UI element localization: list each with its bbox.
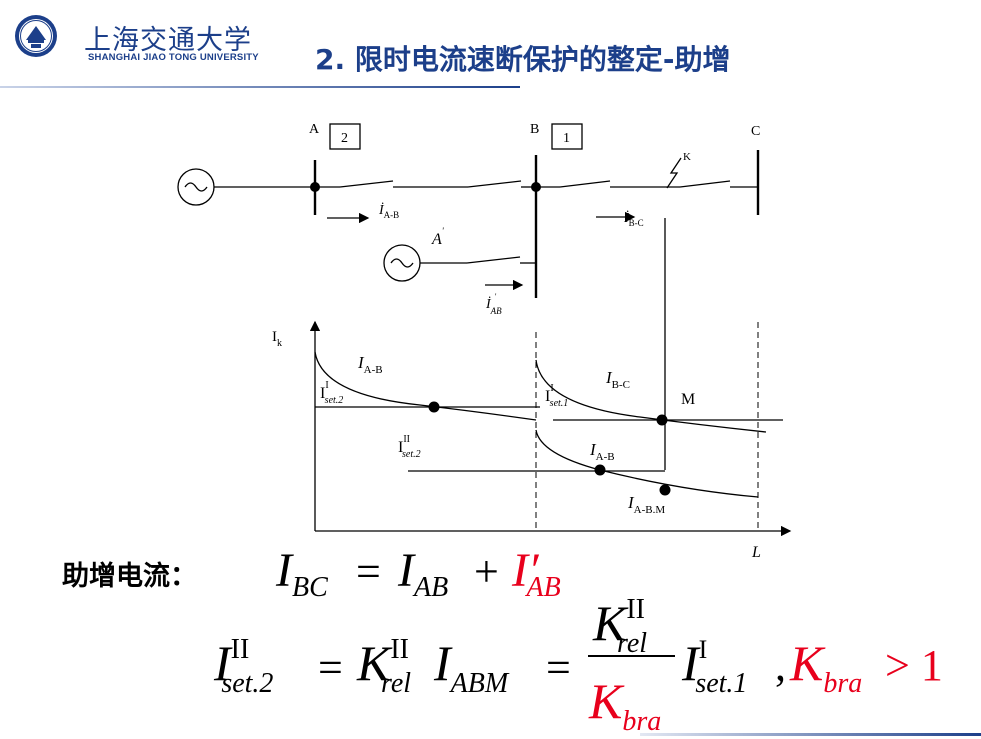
svg-text:,: , [775,641,786,690]
current-iab-prime-label: İAB [485,296,502,316]
slide-title: 2. 限时电流速断保护的整定-助增 [315,43,731,76]
formula-helper-current: 助增电流： IBC = IAB + I′AB [62,544,561,603]
point-m [656,414,668,426]
source-aprime-label: A' [431,226,445,248]
curve-ib-c [535,359,767,433]
university-seal-logo [15,15,57,57]
title-divider [0,86,520,88]
brand-name-cn: 上海交通大学 [84,25,252,56]
current-iab-label: İA-B [378,202,399,220]
curve-ia-b-lower [535,429,759,498]
point-m-label: M [681,391,695,408]
fault-current-graph [309,320,792,537]
svg-text:IABM: IABM [433,635,510,699]
svg-text:IAB: IAB [397,544,448,603]
fault-symbol [666,157,682,189]
curve-ia-b-upper [314,351,537,421]
current-ibc-label: İB-C [623,210,644,228]
relay-1-label: 1 [563,131,570,146]
relay-1-box [551,123,583,150]
circuit-diagram [177,123,760,470]
intersection-point-set2-ii [594,464,606,476]
bus-c-label: C [751,124,760,139]
svg-text:> 1: > 1 [885,641,943,690]
y-axis-label: Ik [272,329,282,349]
svg-text:IBC: IBC [275,544,328,603]
brand-name-en: SHANGHAI JIAO TONG UNIVERSITY [88,52,259,63]
relay-2-box [329,123,361,150]
svg-text:Kbra: Kbra [789,635,862,699]
bus-b-label: B [530,122,539,137]
bus-a-label: A [309,122,320,137]
curve-label-ia-b-upper: IA-B [357,353,383,376]
svg-text:I′AB: I′AB [511,544,561,603]
point-abm [659,484,671,496]
fault-k-label: K [683,151,691,163]
intersection-point-set2 [428,401,440,413]
svg-text:+: + [474,547,499,596]
curve-label-ia-b-m: IA-B.M [627,493,665,516]
svg-text:Kbra: Kbra [588,673,661,737]
svg-text:=: = [546,643,571,692]
relay-2-label: 2 [341,131,348,146]
footer-divider [640,733,981,736]
svg-text:=: = [318,643,343,692]
x-axis-label: L [751,544,761,561]
formula1-label: 助增电流： [62,560,197,592]
curve-label-ia-b-lower: IA-B [589,440,615,463]
svg-text:': ' [495,292,497,301]
curve-label-ib-c: IB-C [605,368,630,391]
svg-text:=: = [356,547,381,596]
